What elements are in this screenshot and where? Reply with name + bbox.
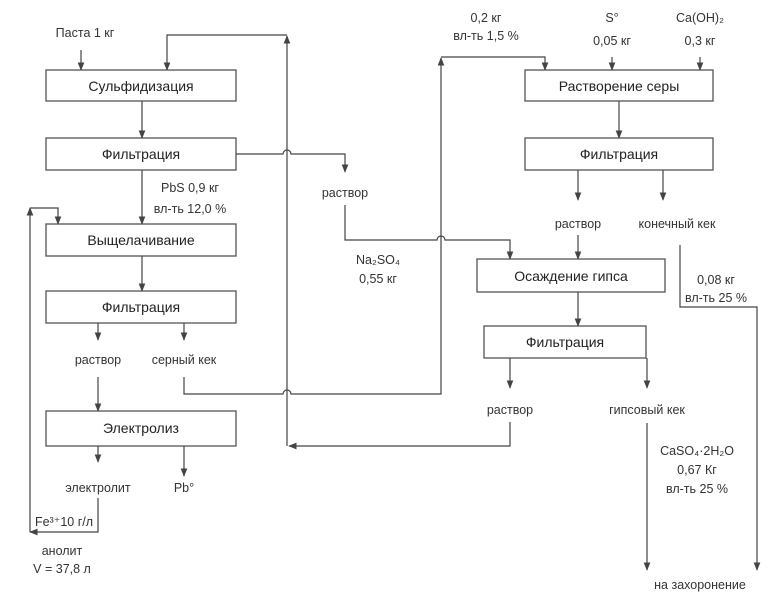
box-gypsum-precipitation: Осаждение гипса [476, 258, 666, 293]
labels: Паста 1 кг PbS 0,9 кг вл-ть 12,0 % раств… [33, 11, 747, 592]
label-sulfur-cake: серный кек [152, 353, 217, 367]
svg-text:Осаждение гипса: Осаждение гипса [514, 268, 628, 284]
label-pbs-mass: PbS 0,9 кг [161, 181, 219, 195]
label-fe-concentration: Fe³⁺10 г/л [35, 515, 93, 529]
label-solution-2: раствор [75, 353, 121, 367]
label-na2so4-mass: 0,55 кг [359, 272, 397, 286]
label-final-cake-mass: 0,08 кг [697, 273, 735, 287]
box-electrolysis: Электролиз [45, 410, 237, 447]
label-recycle-moisture: вл-ть 1,5 % [453, 29, 519, 43]
label-disposal: на захоронение [654, 578, 746, 592]
label-recycle-mass: 0,2 кг [471, 11, 502, 25]
svg-text:Электролиз: Электролиз [103, 420, 179, 436]
box-filtration-1: Фильтрация [45, 137, 237, 171]
svg-text:Сульфидизация: Сульфидизация [88, 78, 193, 94]
label-gypsum-moisture: вл-ть 25 % [666, 482, 728, 496]
box-filtration-2: Фильтрация [45, 290, 237, 324]
label-solution-4: раствор [487, 403, 533, 417]
label-gypsum-mass: 0,67 Кг [677, 463, 717, 477]
svg-text:Выщелачивание: Выщелачивание [87, 232, 194, 248]
box-sulfur-dissolution: Растворение серы [524, 69, 714, 102]
svg-text:Растворение серы: Растворение серы [559, 78, 680, 94]
label-gypsum-cake: гипсовый кек [609, 403, 685, 417]
label-final-cake-moisture: вл-ть 25 % [685, 291, 747, 305]
box-sulfidization: Сульфидизация [45, 69, 237, 102]
label-solution-1: раствор [322, 186, 368, 200]
svg-text:Фильтрация: Фильтрация [580, 146, 658, 162]
label-caoh2: Ca(OH)₂ [676, 11, 724, 25]
label-pb-metal: Pb° [174, 481, 194, 495]
svg-text:Фильтрация: Фильтрация [102, 299, 180, 315]
box-leaching: Выщелачивание [45, 223, 237, 257]
label-caoh2-mass: 0,3 кг [685, 34, 716, 48]
label-anolyte-volume: V = 37,8 л [33, 562, 91, 576]
label-paste-input: Паста 1 кг [56, 26, 115, 40]
box-filtration-3: Фильтрация [524, 137, 714, 171]
connectors [26, 34, 761, 571]
box-filtration-4: Фильтрация [483, 325, 647, 359]
label-gypsum-formula: CaSO₄·2H₂O [660, 444, 734, 458]
svg-text:Фильтрация: Фильтрация [526, 334, 604, 350]
label-na2so4: Na₂SO₄ [356, 253, 400, 267]
svg-text:Фильтрация: Фильтрация [102, 146, 180, 162]
label-final-cake: конечный кек [639, 217, 716, 231]
label-pbs-moisture: вл-ть 12,0 % [154, 202, 226, 216]
label-solution-3: раствор [555, 217, 601, 231]
label-sulfur-mass: 0,05 кг [593, 34, 631, 48]
label-sulfur: S° [605, 11, 618, 25]
label-electrolyte: электролит [65, 481, 131, 495]
label-anolyte: анолит [42, 544, 83, 558]
